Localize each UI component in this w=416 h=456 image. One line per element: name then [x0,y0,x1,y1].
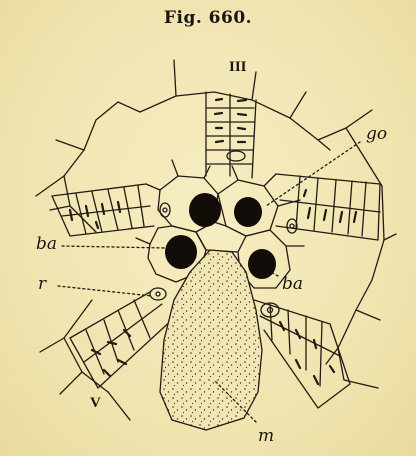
label-roman-top: III [229,60,247,75]
nucleus-upper-right [234,197,262,227]
leader-r [58,286,152,296]
nucleus-lower-right [248,249,276,279]
leader-ba-left [62,246,166,248]
arm-top-outline [206,92,256,178]
label-r: r [38,276,46,293]
nucleus-lower-left [165,235,197,269]
madreporite-plate [160,250,262,430]
nucleus-upper-left [189,193,221,227]
outer-cell-outline [140,92,330,150]
label-go: go [366,126,387,143]
label-m: m [258,428,274,445]
label-ba-left: ba [36,236,57,253]
label-ba-right: ba [282,276,303,293]
label-roman-bottom-left: V [90,396,101,411]
